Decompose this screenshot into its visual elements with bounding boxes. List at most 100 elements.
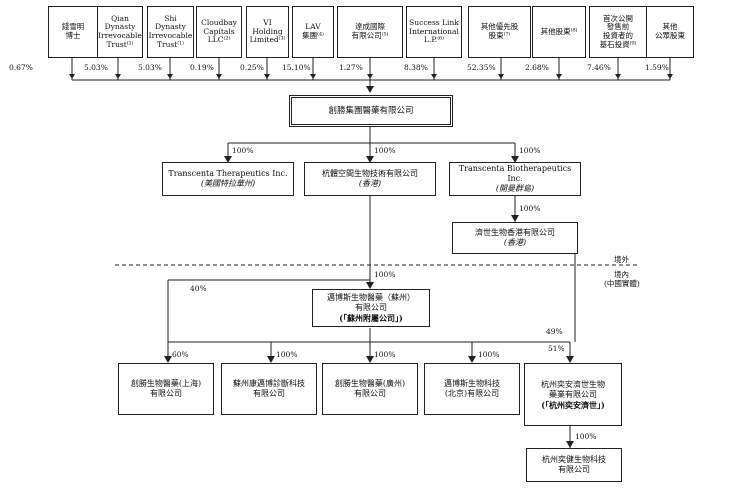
onshore-label: 境內 — [614, 270, 629, 279]
entity-name: 創勝生物醫藥(廣州) — [334, 379, 406, 388]
entity-name-2: 有限公司 — [558, 465, 590, 474]
shareholder-name-line: Dynasty — [155, 22, 186, 32]
shareholder-pct: 2.68% — [525, 63, 549, 72]
shareholder-pct: 15.10% — [282, 63, 311, 72]
shareholder-name-line: 投資者的 — [603, 31, 633, 40]
shareholder-name-line: Holding — [252, 26, 283, 36]
suzhou-40-pct: 40% — [190, 284, 207, 293]
tier1-pct-2: 100% — [519, 146, 541, 155]
shareholder-name-line: 其他優先股 — [480, 22, 519, 32]
hk-sub-box: 濟世生物香港有限公司 (香港) — [452, 222, 578, 254]
prc-sub-box-diagnostics: 蘇州康邁博診斷科技 有限公司 — [221, 363, 317, 415]
entity-name-2: 有限公司 — [253, 389, 285, 398]
entity-name-2: 有限公司 — [355, 303, 387, 312]
shareholder-box: 錢雪明博士 — [48, 6, 98, 58]
onshore-note: (中國實體) — [604, 279, 640, 288]
entity-name: 濟世生物香港有限公司 — [475, 228, 555, 237]
shareholder-pct: 5.03% — [138, 63, 162, 72]
shareholder-name-line: 公眾股東 — [655, 31, 685, 40]
shareholder-name-line: Cloudbay — [201, 18, 237, 28]
shareholder-name-line: Irrevocable — [98, 31, 142, 40]
hz-sub-pct: 100% — [575, 432, 597, 441]
holding-company-box: 創勝集團醫藥有限公司 — [289, 95, 453, 127]
hk-sub-pct: 100% — [519, 204, 541, 213]
entity-name: 杭州奕健生物科技 — [542, 455, 606, 464]
shareholder-pct: 1.59% — [645, 63, 669, 72]
prc-sub-box-hangzhou: 杭州奕安濟世生物 藥業有限公司 (「杭州奕安濟世」) — [524, 363, 622, 426]
shareholder-box: 其他股東⁽⁸⁾ — [532, 6, 586, 58]
entity-name: 邁博斯生物科技 — [444, 379, 500, 388]
suzhou-51-pct: 51% — [548, 344, 565, 353]
shareholder-name-line: Qian — [111, 13, 129, 23]
prc-sub-box-beijing: 邁博斯生物科技 (北京)有限公司 — [424, 363, 520, 415]
prc-pct-3: 100% — [478, 350, 500, 359]
shareholder-box: 其他公眾股東 — [646, 6, 694, 58]
shareholder-arrowheads — [69, 74, 673, 93]
entity-name: Transcenta Therapeutics Inc. — [168, 169, 288, 178]
shareholder-pct: 8.38% — [404, 63, 428, 72]
shareholder-pct: 5.03% — [84, 63, 108, 72]
tier1-box-transcenta-therapeutics: Transcenta Therapeutics Inc. (美國特拉華州) — [162, 162, 294, 196]
shareholder-name-line: 博士 — [65, 31, 81, 40]
shareholder-name-line: 基石投資⁽⁹⁾ — [599, 39, 637, 49]
entity-name: 邁博斯生物醫藥（蘇州） — [327, 293, 415, 302]
prc-sub-box-guangzhou: 創勝生物醫藥(廣州) 有限公司 — [322, 363, 418, 415]
shareholder-pct: 0.67% — [9, 63, 33, 72]
offshore-label: 境外 — [614, 255, 629, 264]
shareholder-name-line: Shi — [164, 13, 177, 23]
prc-pct-2: 100% — [374, 350, 396, 359]
tier1-box-hk-kongjian: 杭體空間生物技術有限公司 (香港) — [304, 162, 436, 196]
shareholder-name-line: Dynasty — [104, 22, 136, 32]
entity-name-2: 有限公司 — [354, 389, 386, 398]
entity-place: (香港) — [503, 238, 527, 247]
shareholder-name-line: 集團⁽⁴⁾ — [302, 31, 324, 40]
shareholder-name-line: 首次公開 — [603, 13, 633, 23]
shareholder-name-line: 其他 — [662, 22, 678, 32]
shareholder-box: 達成國際有限公司⁽⁵⁾ — [337, 6, 403, 58]
prc-pct-1: 100% — [276, 350, 298, 359]
shareholder-name-line: 有限公司⁽⁵⁾ — [351, 31, 389, 40]
shareholder-name-line: Limited⁽³⁾ — [249, 35, 286, 45]
shareholder-pct: 52.35% — [467, 63, 496, 72]
shareholder-name-line: 錢雪明 — [61, 22, 85, 32]
shareholder-name-line: 股東⁽⁷⁾ — [488, 31, 511, 40]
shareholder-box: 其他優先股股東⁽⁷⁾ — [468, 6, 531, 58]
tier1-connectors — [224, 127, 519, 163]
entity-name-2: (北京)有限公司 — [444, 389, 500, 398]
shareholder-box: 首次公開發售前投資者的基石投資⁽⁹⁾ — [589, 6, 647, 58]
entity-place: (開曼群島) — [495, 184, 535, 193]
entity-place: (香港) — [358, 179, 382, 188]
shareholder-name-line: 達成國際 — [355, 22, 385, 32]
suzhou-49-pct: 49% — [546, 327, 563, 336]
entity-name-2: 有限公司 — [150, 389, 182, 398]
tier1-pct-1: 100% — [374, 146, 396, 155]
shareholder-pct: 1.27% — [339, 63, 363, 72]
shareholder-pct: 0.19% — [190, 63, 214, 72]
shareholder-name-line: 發售前 — [606, 22, 630, 32]
prc-pct-0: 60% — [172, 350, 189, 359]
entity-place: (美國特拉華州) — [200, 179, 256, 188]
prc-sub-box-shanghai: 創勝生物醫藥(上海) 有限公司 — [118, 363, 214, 415]
shareholder-name-line: Trust⁽¹⁾ — [106, 39, 134, 49]
entity-name: 蘇州康邁博診斷科技 — [233, 379, 305, 388]
shareholder-name-line: Success Link — [409, 18, 459, 28]
shareholder-name-line: L.P.⁽⁶⁾ — [424, 35, 444, 45]
hz-sub-box: 杭州奕健生物科技 有限公司 — [526, 448, 622, 482]
entity-name: Transcenta Biotherapeutics Inc. — [458, 164, 572, 183]
shareholder-name-line: 其他股東⁽⁸⁾ — [540, 26, 578, 36]
shareholder-name-line: Trust⁽¹⁾ — [157, 39, 184, 49]
tier1-box-transcenta-biotherapeutics: Transcenta Biotherapeutics Inc. (開曼群島) — [449, 162, 581, 196]
shareholder-name-line: Irrevocable — [148, 31, 193, 40]
tier1-pct-0: 100% — [232, 146, 254, 155]
entity-name: 創勝生物醫藥(上海) — [130, 379, 202, 388]
entity-name-2: 藥業有限公司 — [549, 389, 597, 399]
shareholder-pct: 7.46% — [587, 63, 611, 72]
holding-company-name: 創勝集團醫藥有限公司 — [328, 106, 414, 116]
suzhou-in-pct: 100% — [374, 270, 396, 279]
shareholder-name-line: International — [409, 26, 459, 36]
